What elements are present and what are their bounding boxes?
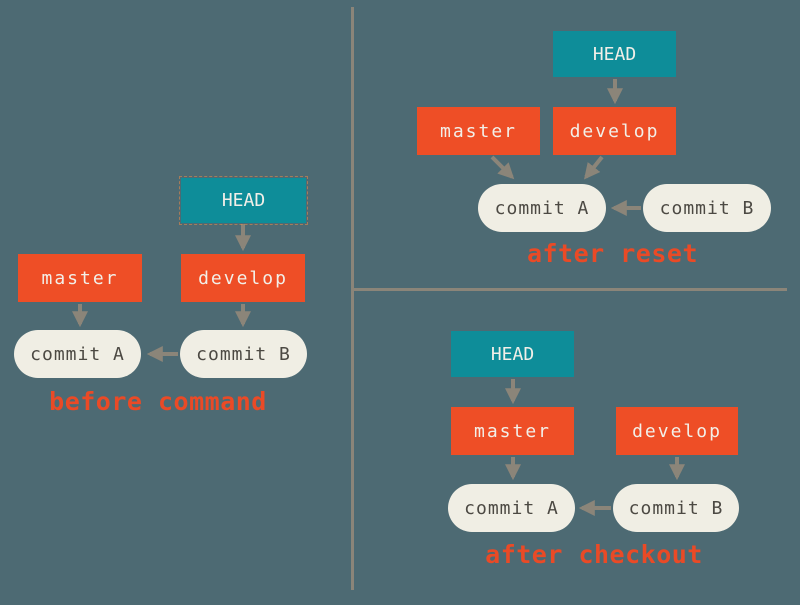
before-develop-box: develop [181, 254, 305, 302]
reset-commit-b-pill: commit B [643, 184, 771, 232]
panel-divider-horizontal [352, 288, 787, 291]
reset-commit-a-pill: commit A [478, 184, 606, 232]
checkout-commit-b-pill: commit B [613, 484, 739, 532]
checkout-develop-box: develop [616, 407, 738, 455]
checkout-master-box: master [451, 407, 574, 455]
checkout-head-box: HEAD [451, 331, 574, 377]
edge-reset-develop-commit-a [584, 155, 604, 180]
reset-head-box: HEAD [553, 31, 676, 77]
before-master-box: master [18, 254, 142, 302]
panel-divider-vertical [351, 7, 354, 590]
edge-reset-master-commit-a [490, 155, 515, 180]
before-commit-b-pill: commit B [180, 330, 307, 378]
before-caption: before command [49, 387, 267, 416]
reset-caption: after reset [526, 239, 699, 268]
checkout-commit-a-pill: commit A [448, 484, 575, 532]
reset-develop-box: develop [553, 107, 676, 155]
before-head-box: HEAD [179, 176, 308, 225]
checkout-caption: after checkout [485, 540, 703, 569]
before-commit-a-pill: commit A [14, 330, 141, 378]
reset-master-box: master [417, 107, 540, 155]
